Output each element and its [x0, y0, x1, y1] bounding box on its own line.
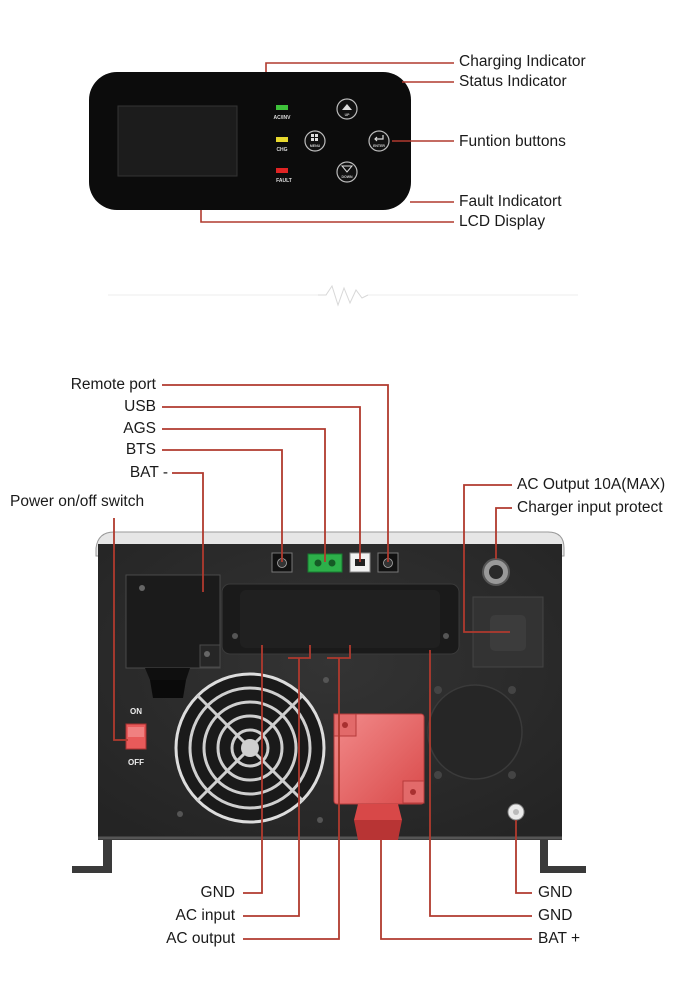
fault-led — [276, 168, 288, 173]
gnd-right-1-label: GND — [538, 884, 573, 901]
bts-label: BTS — [125, 441, 156, 458]
up-arrow-icon — [342, 104, 352, 110]
ac-output-label: AC output — [166, 930, 235, 947]
power-switch-label: Power on/off switch — [10, 493, 145, 510]
power-switch[interactable]: ON OFF — [125, 707, 147, 767]
switch-off-label: OFF — [128, 758, 144, 767]
usb-label: USB — [124, 398, 156, 415]
gnd-left-label: GND — [200, 884, 235, 901]
bat-minus-label: BAT - — [129, 464, 168, 481]
fault-indicator-label: Fault Indicatort — [459, 193, 562, 210]
function-buttons-label: Funtion buttons — [459, 133, 566, 150]
ac-inv-led — [276, 105, 288, 110]
charger-input-protect-label: Charger input protect — [517, 499, 663, 516]
grid-icon — [311, 134, 318, 141]
svg-text:ENTER: ENTER — [373, 144, 385, 148]
up-button[interactable]: UP — [336, 98, 358, 120]
chg-led — [276, 137, 288, 142]
down-button[interactable]: DOWN — [336, 161, 358, 183]
chg-led-label: CHG — [276, 147, 287, 153]
enter-button[interactable]: ENTER — [368, 130, 390, 152]
bat-plus-terminal — [333, 713, 425, 840]
cooling-fan — [174, 672, 326, 824]
ac-input-label: AC input — [175, 907, 235, 924]
fault-led-label: FAULT — [276, 178, 292, 184]
svg-text:UP: UP — [345, 113, 351, 117]
gnd-right-2-label: GND — [538, 907, 573, 924]
inverter-leader-lines — [113, 384, 532, 940]
ags-label: AGS — [123, 420, 156, 437]
ac-inv-led-label: AC/INV — [274, 115, 292, 121]
down-arrow-icon — [340, 165, 354, 173]
inverter-unit: ON OFF — [72, 531, 586, 873]
charging-indicator-label: Charging Indicator — [459, 53, 586, 70]
svg-text:DOWN: DOWN — [341, 175, 353, 179]
bat-minus-terminal — [125, 574, 221, 698]
enter-icon — [374, 135, 384, 142]
ac-terminal-cover — [221, 583, 460, 655]
bat-plus-label: BAT + — [538, 930, 581, 947]
section-divider — [108, 284, 578, 307]
control-panel: AC/INV CHG FAULT UP MENU ENTER DOWN — [89, 72, 411, 210]
svg-text:MENU: MENU — [310, 144, 321, 148]
switch-on-label: ON — [130, 707, 142, 716]
fan-mount-outline — [427, 684, 523, 780]
remote-port-label: Remote port — [70, 376, 156, 393]
ac-output-10a-label: AC Output 10A(MAX) — [517, 476, 666, 493]
panel-leader-lines — [200, 62, 454, 223]
lcd-display-label: LCD Display — [459, 213, 546, 230]
lcd-screen — [117, 105, 238, 177]
menu-button[interactable]: MENU — [304, 130, 326, 152]
status-indicator-label: Status Indicator — [459, 73, 567, 90]
